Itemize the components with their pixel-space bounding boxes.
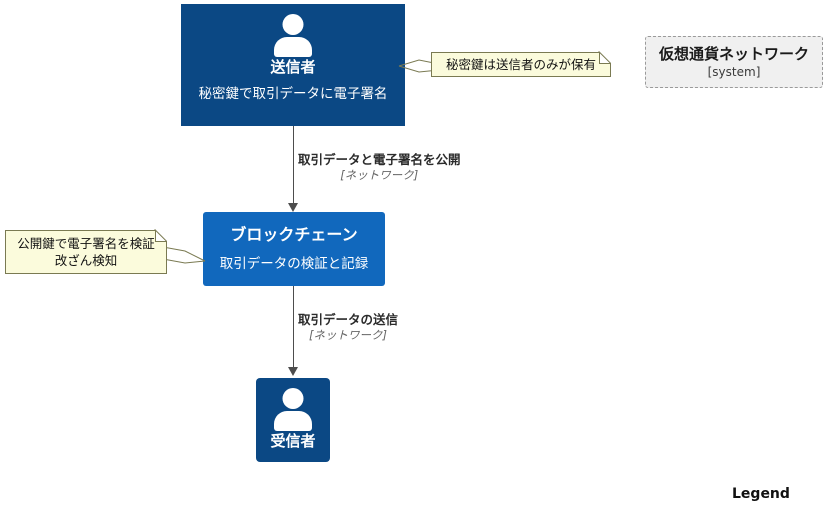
person-icon-body: [274, 411, 312, 431]
legend-title: Legend: [732, 486, 790, 502]
node-sender-title: 送信者: [270, 58, 316, 76]
edge-label-text: 取引データの送信: [298, 312, 399, 327]
node-blockchain-title: ブロックチェーン: [230, 224, 358, 244]
person-icon-head: [282, 14, 304, 35]
note-fold-corner-icon: [155, 230, 167, 242]
edge-sender-to-blockchain-arrowhead: [288, 203, 298, 212]
node-blockchain-description: 取引データの検証と記録: [219, 255, 369, 272]
edge-label-technology: [ネットワーク]: [309, 328, 387, 342]
note-blockchain-text: 公開鍵で電子署名を検証 改ざん検知: [17, 235, 155, 268]
note-blockchain-leader-line: [162, 246, 206, 264]
edge-blockchain-to-receiver-line: [293, 286, 294, 371]
person-icon-body: [274, 37, 312, 57]
edge-label-technology: [ネットワーク]: [340, 168, 419, 182]
system-boundary-subtitle: [system]: [707, 64, 761, 79]
note-sender-text: 秘密鍵は送信者のみが保有: [445, 56, 596, 72]
person-icon: [271, 14, 315, 57]
note-blockchain: 公開鍵で電子署名を検証 改ざん検知: [5, 230, 167, 274]
node-sender-description: 秘密鍵で取引データに電子署名: [198, 86, 388, 102]
person-icon: [271, 388, 315, 431]
note-sender: 秘密鍵は送信者のみが保有: [431, 52, 611, 77]
system-boundary-box: 仮想通貨ネットワーク [system]: [645, 36, 823, 88]
node-sender[interactable]: 送信者 秘密鍵で取引データに電子署名: [181, 4, 405, 126]
system-boundary-title: 仮想通貨ネットワーク: [658, 44, 809, 63]
person-icon-head: [282, 388, 304, 409]
node-receiver-title: 受信者: [270, 432, 316, 450]
edge-sender-to-blockchain-line: [293, 126, 294, 209]
note-fold-corner-icon: [599, 52, 611, 64]
edge-sender-to-blockchain-label: 取引データと電子署名を公開 [ネットワーク]: [298, 152, 461, 183]
node-receiver[interactable]: 受信者: [256, 378, 330, 462]
edge-blockchain-to-receiver-label: 取引データの送信 [ネットワーク]: [298, 312, 398, 343]
node-blockchain[interactable]: ブロックチェーン 取引データの検証と記録: [203, 212, 385, 286]
edge-label-text: 取引データと電子署名を公開: [298, 152, 461, 167]
edge-blockchain-to-receiver-arrowhead: [288, 367, 298, 376]
